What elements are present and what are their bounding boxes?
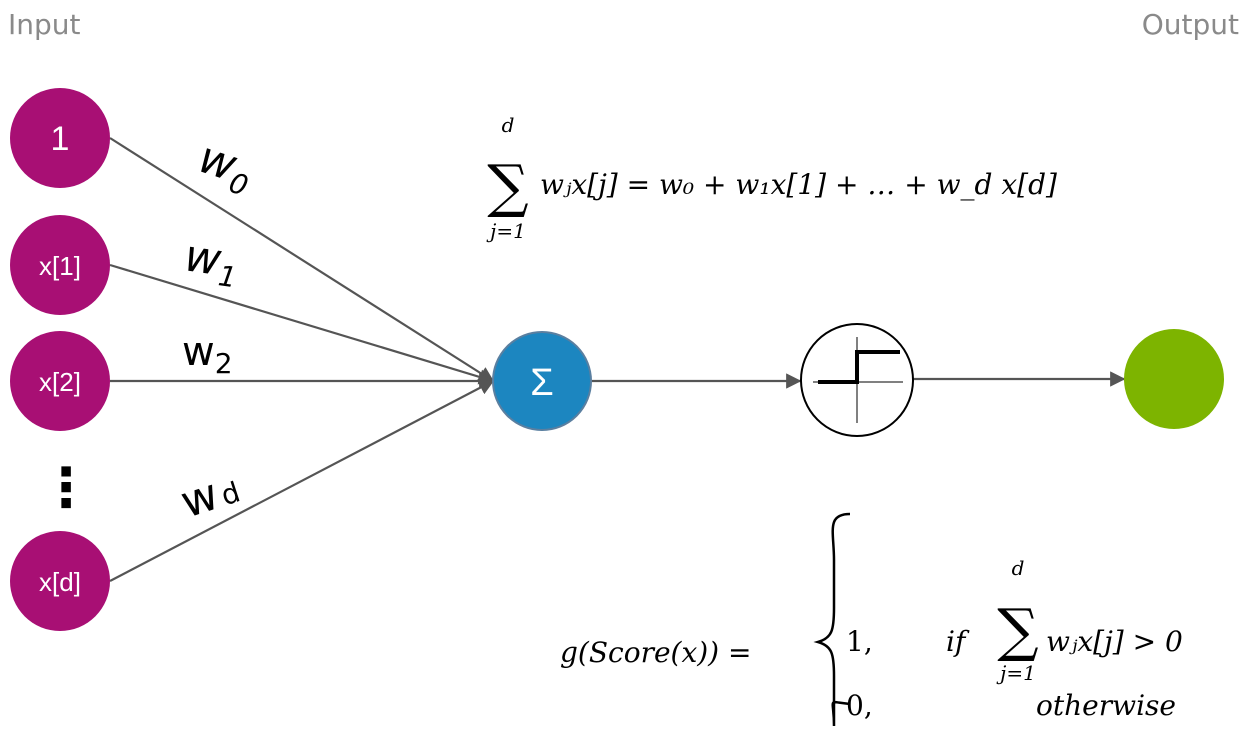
weight-w2-sub: 2 [215,347,233,380]
input-node-d: x[d] [10,531,110,631]
g-case2-value: 0, [846,689,873,722]
input-node-2-label: x[2] [39,367,81,397]
edge-input-d [109,380,495,582]
score-formula-body: wⱼx[j] = w₀ + w₁x[1] + … + w_d x[d] [540,168,1057,201]
input-node-0: 1 [10,88,110,188]
svg-text:w1: w1 [181,230,242,294]
g-case1-condition: wⱼx[j] > 0 [1046,625,1183,658]
g-case1-sum-lower: j=1 [996,661,1036,685]
edge-input-1 [109,263,495,385]
g-formula: g(Score(x)) = 1, if d ∑ j=1 wⱼx[j] > 0 0… [560,512,1183,727]
g-case1-if: if [946,625,970,658]
output-node [1124,329,1224,429]
g-formula-brace [813,512,851,727]
weight-wd: wd [175,462,246,529]
score-sum-symbol: ∑ [487,152,528,220]
input-node-1: x[1] [10,215,110,315]
input-node-1-label: x[1] [39,251,81,281]
input-node-2: x[2] [10,331,110,431]
weight-w1-base: w [181,230,225,286]
g-case1-value: 1, [846,625,873,658]
edge-input-0 [109,137,495,382]
weight-w0: w0 [191,132,260,203]
g-case2-condition: otherwise [1036,689,1176,722]
g-case1-sum-symbol: ∑ [997,596,1038,664]
weight-w2: w2 [182,329,233,380]
g-formula-lhs: g(Score(x)) = [560,636,751,669]
svg-text:w2: w2 [182,329,233,380]
ellipsis: ⋮ [39,456,93,519]
weight-w1: w1 [181,230,242,294]
weight-wd-base: w [175,469,225,529]
output-label: Output [1141,8,1239,41]
weight-w2-base: w [182,329,215,375]
sum-node: Σ [492,331,592,431]
score-sum-upper: d [502,113,515,137]
score-formula: d ∑ j=1 wⱼx[j] = w₀ + w₁x[1] + … + w_d x… [486,113,1057,243]
score-sum-lower: j=1 [486,219,526,243]
input-label: Input [8,8,81,41]
input-node-0-label: 1 [51,120,70,158]
input-node-d-label: x[d] [39,567,81,597]
step-function-icon [800,323,914,437]
sum-symbol: Σ [530,362,554,404]
svg-text:wd: wd [175,462,246,528]
weight-w1-sub: 1 [216,259,238,294]
g-case1-sum-upper: d [1012,556,1025,580]
svg-text:w0: w0 [191,132,260,203]
